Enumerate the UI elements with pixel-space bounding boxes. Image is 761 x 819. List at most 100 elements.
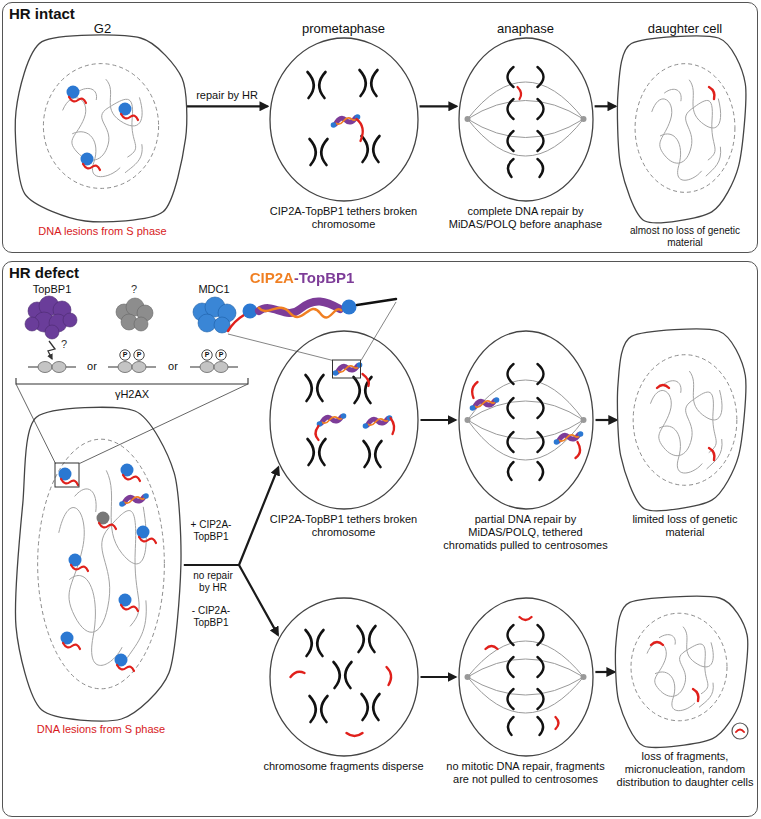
cell-outline-svg xyxy=(458,597,594,757)
drawing-part xyxy=(137,526,157,544)
drawing-part xyxy=(134,317,148,331)
prometaphase-drawing xyxy=(308,70,380,165)
cell-outline xyxy=(459,331,593,509)
drawing-part xyxy=(470,397,500,411)
cell-shape xyxy=(15,410,187,720)
drawing-part xyxy=(214,362,228,373)
g2-cell-drawing xyxy=(38,439,165,689)
stage-caption: limited loss of genetic material xyxy=(615,513,755,539)
cell-stage: partial DNA repair by MiDAS/POLQ, tether… xyxy=(443,330,608,553)
arrow xyxy=(596,419,617,421)
drawing-part xyxy=(362,694,380,720)
drawing-part xyxy=(61,632,81,650)
edge-label: repair by HR xyxy=(196,89,258,102)
annotation: ? xyxy=(61,338,67,351)
drawing-part xyxy=(308,439,326,465)
drawing-part xyxy=(310,139,328,165)
drawing-part xyxy=(59,468,79,486)
cell-stage: CIP2A-TopBP1 tethers broken chromosome xyxy=(261,330,426,539)
prometaphase-drawing xyxy=(291,626,392,736)
cell-stage: chromosome fragments disperse xyxy=(261,597,426,773)
stage-caption: complete DNA repair by MiDAS/POLQ before… xyxy=(443,205,608,231)
drawing-part xyxy=(52,362,66,373)
drawing-part xyxy=(119,594,139,612)
panel: HR defectDNA lesions from S phaseCIP2A-T… xyxy=(2,261,758,817)
cell-shape xyxy=(458,597,594,757)
drawing-part xyxy=(48,341,55,359)
drawing-part xyxy=(25,317,39,331)
arrow xyxy=(184,467,278,565)
stage-heading: G2 xyxy=(15,21,190,37)
drawing-part xyxy=(38,439,165,689)
drawing-part xyxy=(518,87,522,99)
drawing-part xyxy=(363,415,393,429)
drawing-part xyxy=(581,116,587,122)
phospho-mark: P xyxy=(219,351,224,359)
cell-stage: anaphase complete DNA repair by MiDAS/POL… xyxy=(443,21,608,231)
drawing-part xyxy=(55,463,79,487)
cell-outline xyxy=(615,596,747,747)
drawing-part xyxy=(581,674,587,680)
drawing-part xyxy=(465,417,471,423)
stage-caption: no mitotic DNA repair, fragments are not… xyxy=(443,760,608,786)
cell-outline xyxy=(459,598,593,756)
panel-title: HR intact xyxy=(9,5,75,23)
cell-stage: daughter cellalmost no loss of genetic m… xyxy=(615,21,755,249)
drawing-part xyxy=(635,64,735,193)
drawing-part xyxy=(202,350,212,360)
arrow xyxy=(595,105,616,107)
stage-heading: daughter cell xyxy=(615,21,755,37)
drawing-part xyxy=(310,696,328,722)
drawing-part xyxy=(333,360,361,378)
annotation: MDC1 xyxy=(198,283,229,296)
drawing-part xyxy=(709,87,714,99)
annotation: or xyxy=(168,360,178,373)
drawing-part xyxy=(119,103,139,121)
cell-outline xyxy=(270,598,418,756)
cell-shape xyxy=(269,37,419,202)
panel-title: HR defect xyxy=(9,264,79,282)
arrow xyxy=(420,105,457,107)
cell-outline-svg xyxy=(458,330,594,510)
annotation: γH2AX xyxy=(115,388,149,401)
drawing-part xyxy=(657,385,714,460)
annotation: no repair by HR xyxy=(188,570,238,594)
drawing-part xyxy=(360,70,378,96)
drawing-part xyxy=(317,413,347,427)
drawing-part xyxy=(364,441,382,467)
drawing-part xyxy=(228,315,244,331)
cell-stage: no mitotic DNA repair, fragments are not… xyxy=(443,597,608,786)
drawing-part xyxy=(508,67,544,177)
drawing-part xyxy=(259,301,340,313)
drawing-part xyxy=(16,378,248,384)
cell-outline-svg xyxy=(15,410,187,720)
stage-heading: anaphase xyxy=(443,21,608,37)
drawing-part xyxy=(81,153,101,171)
cell-outline-svg xyxy=(615,597,755,747)
stage-caption: loss of fragments, micronucleation, rand… xyxy=(615,750,755,790)
drawing-part xyxy=(216,350,226,360)
drawing-part xyxy=(334,662,352,688)
drawing-part xyxy=(362,136,380,162)
drawing-part xyxy=(333,362,363,376)
drawing-part xyxy=(306,375,324,401)
drawing-part xyxy=(115,654,135,672)
drawing-part xyxy=(200,362,214,373)
stage-caption: DNA lesions from S phase xyxy=(15,225,190,238)
cell-outline-svg xyxy=(269,330,419,510)
anaphase-drawing xyxy=(465,67,587,177)
cell-outline-svg xyxy=(617,37,753,222)
g2-cell-drawing xyxy=(43,64,158,189)
annotation: ? xyxy=(131,283,137,296)
cell-stage: G2DNA lesions from S phase xyxy=(15,21,190,238)
drawing-part xyxy=(651,642,698,701)
cell-shape xyxy=(615,597,755,747)
arrow xyxy=(184,565,278,635)
reader-legend-drawing xyxy=(16,296,396,464)
cell-outline xyxy=(270,331,418,509)
drawing-part xyxy=(228,302,396,361)
drawing-part xyxy=(25,296,77,339)
